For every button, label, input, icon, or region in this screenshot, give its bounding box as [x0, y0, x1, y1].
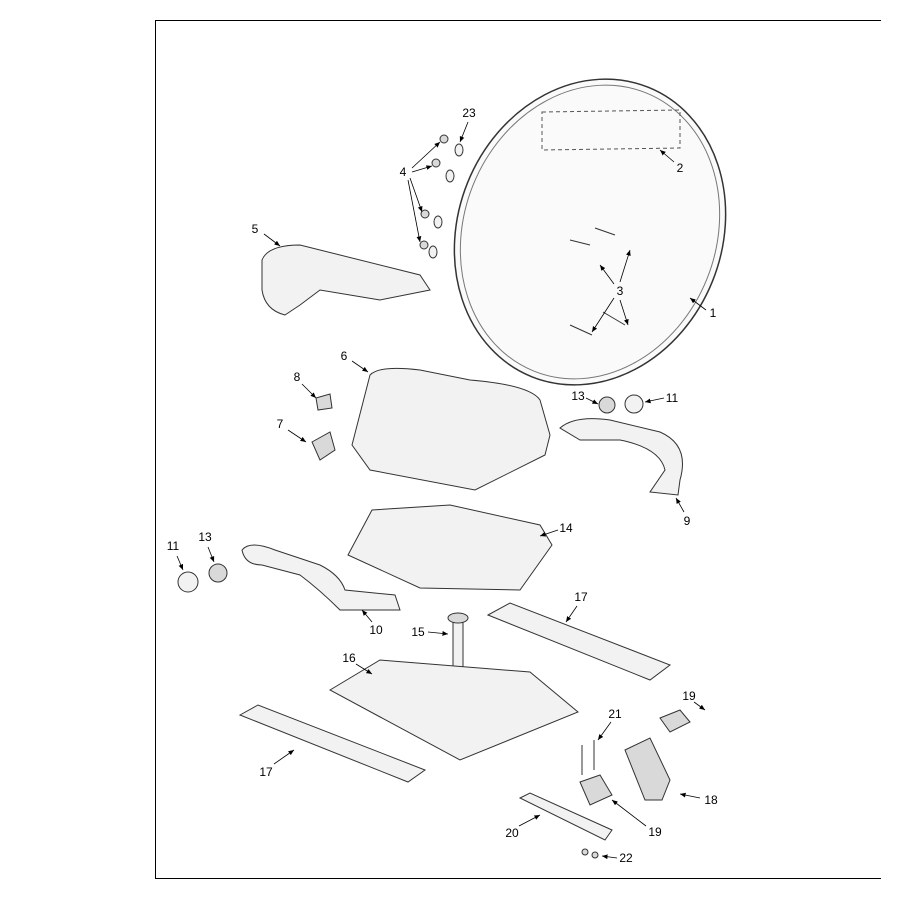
part-1-dish-reflector	[453, 78, 727, 386]
part-21-screws	[581, 740, 595, 775]
part-7-clip	[311, 431, 336, 461]
leader-lines	[176, 121, 707, 860]
part-13-adapter	[598, 396, 616, 414]
part-20-mounting-bar	[518, 792, 613, 841]
callout-21: 21	[608, 707, 622, 721]
part-4-nuts	[419, 134, 449, 250]
part-8-clip	[315, 393, 333, 411]
callout-16: 16	[342, 651, 356, 665]
callout-18: 18	[704, 793, 718, 807]
part-23-washers	[428, 143, 464, 259]
part-17-foot-left	[238, 704, 427, 783]
callout-13-left: 13	[198, 530, 212, 544]
callout-20: 20	[505, 826, 519, 840]
callout-3: 3	[616, 284, 624, 298]
part-18-lnb	[624, 737, 671, 801]
callout-13: 13	[571, 389, 585, 403]
part-14-mount-plate	[347, 504, 553, 591]
callout-9: 9	[683, 514, 691, 528]
callout-6: 6	[340, 349, 348, 363]
part-17-foot-right	[486, 602, 672, 681]
callout-8: 8	[293, 370, 301, 384]
part-11-ring-left	[177, 571, 199, 593]
callout-14: 14	[559, 521, 573, 535]
part-11-ring	[624, 394, 644, 414]
part-16-base-plate	[328, 659, 579, 761]
part-19-clamp-upper	[659, 709, 691, 733]
part-19-clamp-lower	[579, 774, 613, 806]
callout-17: 17	[574, 590, 588, 604]
part-2-label-area	[541, 109, 681, 151]
part-3-bolts	[569, 227, 626, 336]
callout-19: 19	[682, 689, 696, 703]
callout-2: 2	[676, 161, 684, 175]
callout-10: 10	[369, 623, 383, 637]
part-10-lnb-arm	[241, 544, 401, 611]
callout-22: 22	[619, 851, 633, 865]
part-5-dish-bracket	[261, 244, 431, 316]
part-6-housing-cover	[351, 367, 551, 491]
callout-15: 15	[411, 625, 425, 639]
callout-17-left: 17	[259, 765, 273, 779]
part-13-adapter-left	[208, 563, 228, 583]
part-9-lnb-arm	[559, 418, 683, 496]
callout-19-lower: 19	[648, 825, 662, 839]
callout-7: 7	[276, 417, 284, 431]
callout-1: 1	[709, 306, 717, 320]
callout-11-left: 11	[166, 539, 180, 553]
drawing-frame	[155, 20, 881, 879]
callout-5: 5	[251, 222, 259, 236]
callout-11: 11	[665, 391, 679, 405]
part-22-nuts	[581, 848, 599, 859]
callout-23: 23	[462, 106, 476, 120]
part-15-mast	[447, 612, 469, 669]
callout-4: 4	[399, 165, 407, 179]
